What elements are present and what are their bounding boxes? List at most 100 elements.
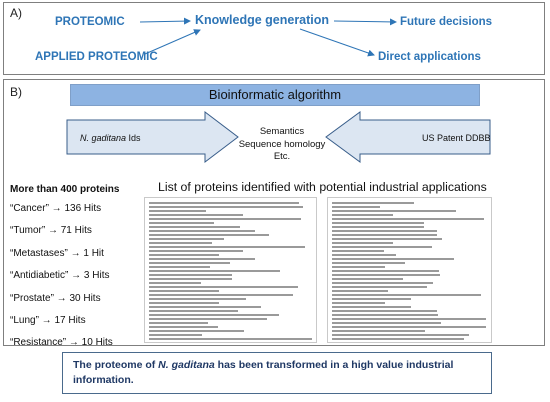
applied-proteomic-label: APPLIED PROTEOMIC (35, 51, 158, 63)
document-text-line (332, 334, 469, 336)
document-text-line (149, 270, 280, 272)
hit-prostate: “Prostate” → 30 Hits (10, 292, 101, 304)
document-text-line (332, 262, 405, 264)
document-text-line (332, 266, 385, 268)
ids-suffix: Ids (126, 133, 141, 143)
block-arrows (66, 110, 491, 164)
method-etc: Etc. (273, 151, 291, 162)
document-text-line (332, 274, 440, 276)
hit-cancer: “Cancer” → 136 Hits (10, 203, 102, 214)
us-patent-label: US Patent DDBB (422, 133, 491, 143)
document-text-line (149, 310, 238, 312)
document-text-line (332, 290, 388, 292)
proteins-count-title: More than 400 proteins (10, 184, 120, 195)
hit-resistance: “Resistance” → 10 Hits (10, 337, 113, 349)
algorithm-title-box: Bioinformatic algorithm (70, 84, 480, 106)
right-arrow-shape (66, 110, 239, 164)
document-text-line (332, 270, 439, 272)
direct-applications-label: Direct applications (378, 51, 481, 63)
panel-a-label: A) (10, 6, 22, 20)
document-text-line (149, 242, 212, 244)
document-text-line (149, 318, 267, 320)
document-text-line (149, 206, 303, 208)
document-text-line (332, 242, 393, 244)
document-text-line (149, 266, 210, 268)
conclusion-box: The proteome of N. gaditana has been tra… (62, 352, 492, 394)
document-text-line (332, 258, 454, 260)
document-text-line (149, 330, 244, 332)
method-sequence-homology: Sequence homology (238, 138, 326, 150)
hit-lung: “Lung” → 17 Hits (10, 314, 86, 326)
document-text-line (149, 298, 246, 300)
document-text-line (149, 314, 279, 316)
arrow-applied-to-knowledge (144, 29, 201, 55)
conclusion-prefix: The proteome of (73, 359, 159, 371)
arrow-proteomic-to-knowledge (139, 17, 191, 25)
document-text-line (332, 318, 486, 320)
document-text-line (149, 246, 305, 248)
document-text-line (149, 294, 293, 296)
hit-antidiabetic: “Antidiabetic” → 3 Hits (10, 270, 110, 282)
document-text-line (332, 306, 411, 308)
matching-methods: Semantics Sequence homology Etc. (236, 126, 328, 164)
panel-a (3, 2, 545, 75)
document-text-line (332, 322, 441, 324)
document-text-line (332, 282, 433, 284)
document-text-line (149, 286, 298, 288)
knowledge-generation-label: Knowledge generation (195, 13, 330, 27)
document-text-line (149, 322, 208, 324)
document-text-line (332, 254, 396, 256)
document-text-line (149, 258, 255, 260)
nga-ids-label: N. gaditana Ids (80, 133, 141, 143)
method-semantics: Semantics (259, 126, 305, 137)
document-text-line (149, 230, 255, 232)
future-decisions-label: Future decisions (400, 16, 493, 28)
document-text-line (332, 238, 442, 240)
document-text-line (332, 210, 456, 212)
document-text-line (149, 302, 219, 304)
document-text-line (149, 234, 269, 236)
document-text-line (149, 214, 243, 216)
document-text-line (332, 250, 384, 252)
nga-species-name: N. gaditana (80, 133, 127, 143)
document-text-line (149, 226, 240, 228)
conclusion-suffix: has been transformed in a high value ind… (73, 359, 454, 386)
document-text-line (332, 294, 481, 296)
arrow-knowledge-to-direct (299, 28, 375, 57)
document-text-line (332, 330, 425, 332)
document-text-line (149, 238, 224, 240)
document-text-line (332, 278, 403, 280)
hit-metastases: “Metastases” → 1 Hit (10, 247, 104, 259)
document-text-line (149, 218, 301, 220)
document-text-line (332, 206, 380, 208)
document-text-line (332, 218, 484, 220)
conclusion-species: N. gaditana (158, 359, 215, 371)
document-text-line (332, 222, 424, 224)
document-text-line (332, 230, 437, 232)
document-text-line (149, 274, 232, 276)
hit-tumor: “Tumor” → 71 Hits (10, 225, 92, 237)
document-text-line (332, 310, 437, 312)
document-text-line (332, 234, 437, 236)
document-text-line (149, 326, 218, 328)
document-text-line (332, 202, 414, 204)
document-text-line (332, 314, 438, 316)
proteomic-label: PROTEOMIC (55, 16, 125, 28)
protein-list-document-left (144, 197, 317, 343)
document-text-line (332, 214, 393, 216)
document-text-line (332, 298, 411, 300)
document-text-line (149, 262, 230, 264)
document-text-line (149, 254, 219, 256)
document-text-line (149, 222, 214, 224)
document-text-line (332, 326, 486, 328)
document-text-line (149, 250, 243, 252)
hits-list: “Cancer” → 136 Hits “Tumor” → 71 Hits “M… (10, 203, 113, 360)
panel-a-arrows (139, 17, 397, 57)
document-text-line (149, 282, 201, 284)
document-text-line (149, 278, 232, 280)
protein-list-title: List of proteins identified with potenti… (158, 180, 487, 194)
left-arrow-shape (325, 111, 491, 163)
document-text-line (149, 334, 202, 336)
document-text-line (332, 286, 427, 288)
document-text-line (149, 210, 206, 212)
